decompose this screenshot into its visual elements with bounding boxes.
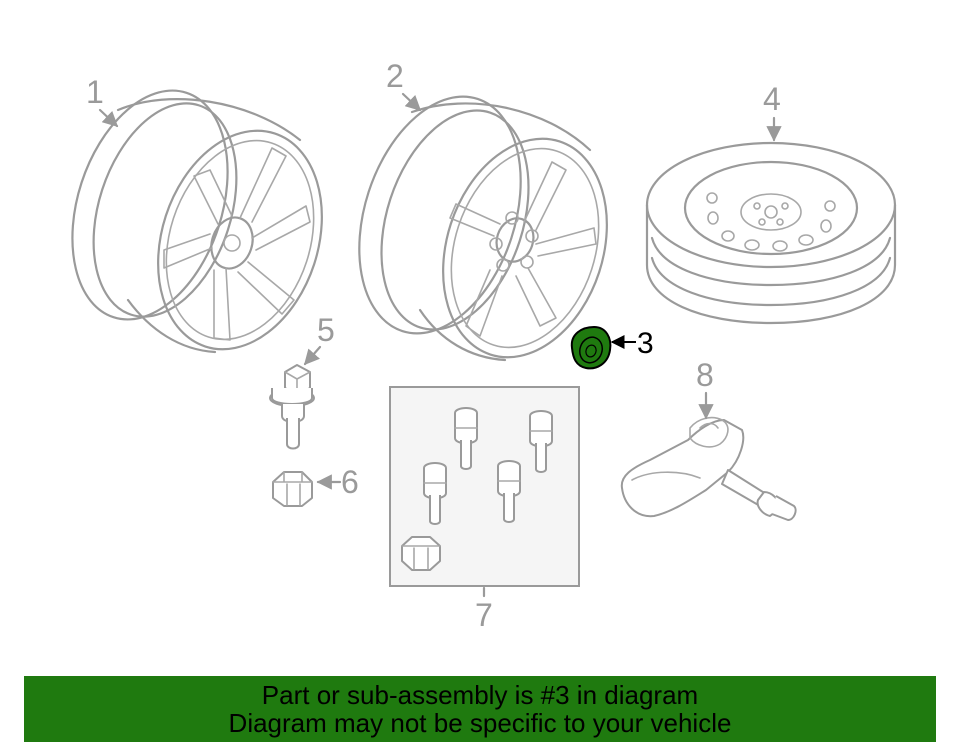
wheel-part-1[interactable]	[45, 71, 349, 371]
lock-kit-part-7[interactable]	[389, 386, 580, 587]
lock-bolt-a	[454, 407, 478, 470]
lug-bolt-part-5[interactable]	[269, 364, 315, 450]
callout-8: 8	[696, 357, 714, 420]
svg-text:2: 2	[386, 58, 404, 94]
wheel-part-2[interactable]	[331, 76, 634, 379]
banner-line-1: Part or sub-assembly is #3 in diagram	[261, 680, 699, 710]
lock-bolt-c	[423, 462, 447, 525]
svg-text:4: 4	[763, 81, 781, 117]
svg-text:3: 3	[637, 327, 654, 360]
svg-text:7: 7	[475, 597, 493, 633]
lock-kit-key	[401, 536, 441, 571]
callout-1: 1	[86, 74, 119, 128]
callout-5: 5	[303, 312, 335, 366]
spare-wheel-part-4[interactable]	[645, 141, 897, 325]
callout-2: 2	[386, 58, 422, 112]
callout-7: 7	[475, 586, 493, 633]
info-banner: Part or sub-assembly is #3 in diagram Di…	[24, 676, 936, 742]
callout-6: 6	[316, 464, 359, 500]
svg-text:5: 5	[317, 312, 335, 348]
highlighted-part-3[interactable]	[570, 325, 612, 370]
svg-text:1: 1	[86, 74, 104, 110]
banner-line-2: Diagram may not be specific to your vehi…	[228, 708, 732, 738]
tpms-sensor-part-8[interactable]	[620, 416, 797, 521]
lock-bolt-b	[529, 410, 553, 473]
lock-bolt-d	[497, 460, 521, 523]
callout-3: 3	[610, 327, 654, 360]
lug-nut-part-6[interactable]	[272, 471, 313, 507]
svg-text:8: 8	[696, 357, 714, 393]
svg-text:6: 6	[341, 464, 359, 500]
callout-4: 4	[763, 81, 782, 142]
